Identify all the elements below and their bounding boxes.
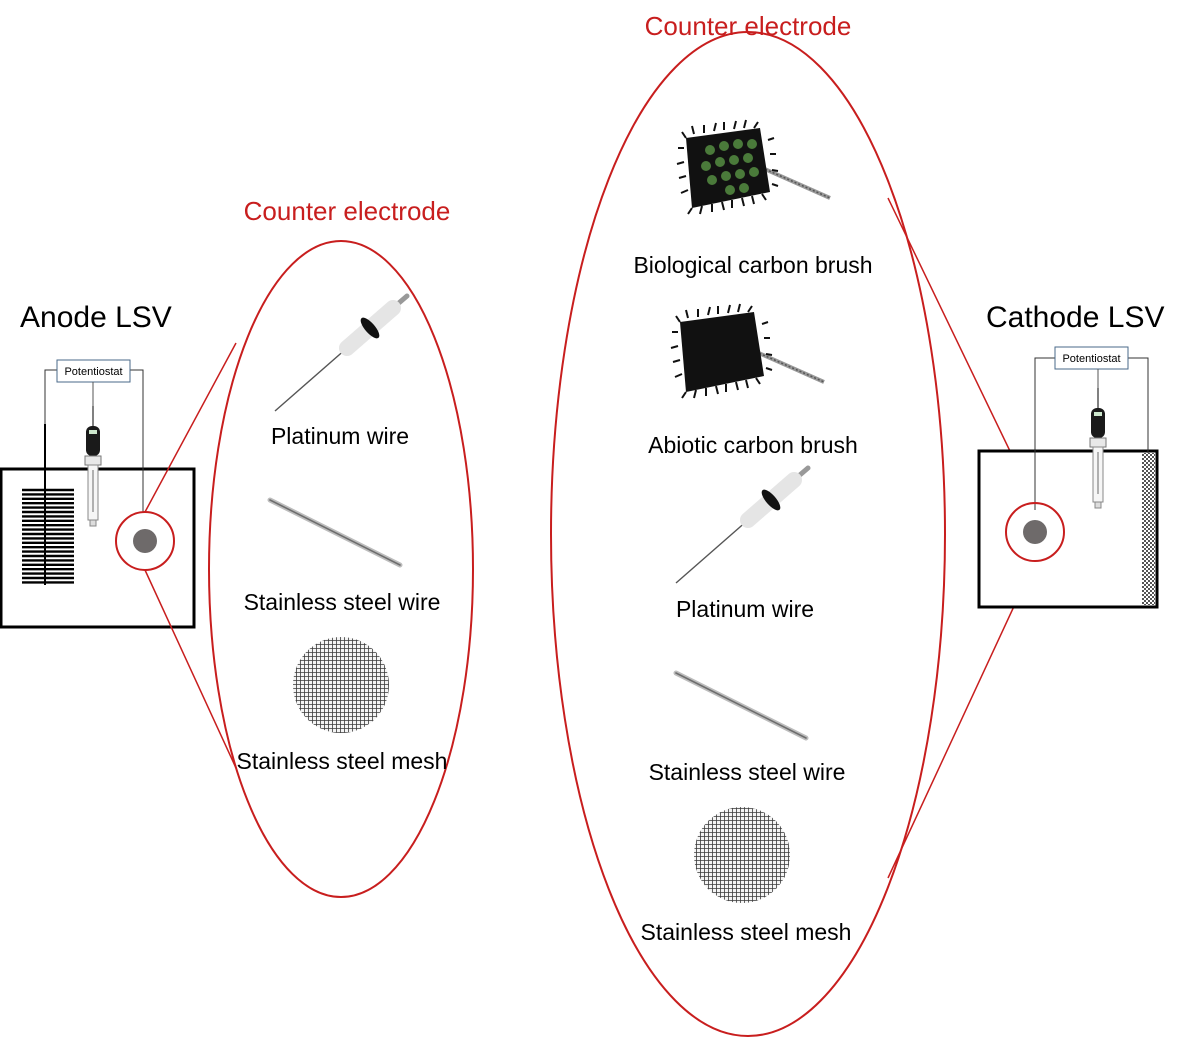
cathode-potentiostat-box <box>1054 346 1129 370</box>
anode-title: Anode LSV <box>20 301 172 334</box>
right-item-platinum-wire: Platinum wire <box>676 596 814 622</box>
cathode-counter-electrode <box>1023 520 1047 544</box>
left-ss-wire-image <box>270 500 400 565</box>
anode-potentiostat-label: Potentiostat <box>64 366 122 378</box>
left-item-ss-mesh: Stainless steel mesh <box>237 748 448 774</box>
abiotic-carbon-brush-image <box>669 302 826 400</box>
right-counter-ellipse <box>550 31 946 1037</box>
anode-counter-electrode <box>133 529 157 553</box>
right-item-bio-brush: Biological carbon brush <box>633 252 872 278</box>
right-item-ss-mesh: Stainless steel mesh <box>641 919 852 945</box>
right-item-ss-wire: Stainless steel wire <box>649 759 846 785</box>
left-counter-ellipse <box>208 240 474 898</box>
cathode-plate-electrode <box>1142 453 1155 605</box>
right-item-abiotic-brush: Abiotic carbon brush <box>648 432 858 458</box>
right-counter-title: Counter electrode <box>645 11 852 41</box>
left-item-platinum-wire: Platinum wire <box>271 423 409 449</box>
biological-carbon-brush-image <box>675 118 832 216</box>
right-platinum-wire-image <box>676 468 808 583</box>
cathode-cell: Potentiostat <box>977 346 1159 609</box>
cathode-counter-highlight <box>1005 502 1065 562</box>
right-ss-wire-image <box>676 673 806 738</box>
left-item-ss-wire: Stainless steel wire <box>244 589 441 615</box>
cathode-potentiostat-label: Potentiostat <box>1062 353 1120 365</box>
left-counter-title: Counter electrode <box>244 196 451 226</box>
anode-plate-electrode <box>22 424 74 585</box>
anode-cell: Potentiostat <box>0 359 196 629</box>
left-ss-mesh-image <box>293 637 389 733</box>
right-ss-mesh-image <box>694 807 790 903</box>
cathode-title: Cathode LSV <box>986 301 1164 334</box>
left-platinum-wire-image <box>275 296 407 411</box>
